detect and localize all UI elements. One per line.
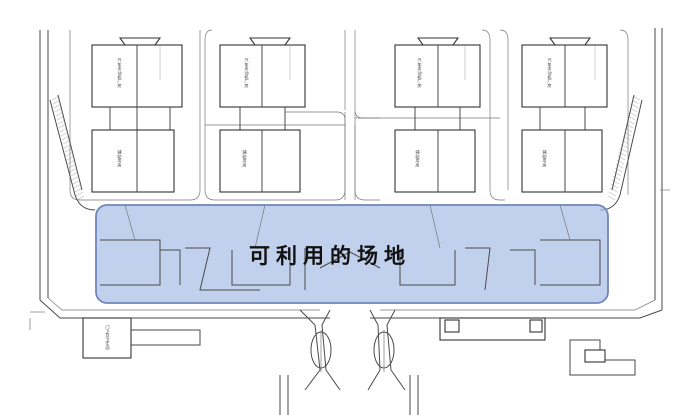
hatch-mark <box>75 191 84 197</box>
hatch-mark <box>54 107 63 113</box>
hatch-mark <box>73 183 82 189</box>
gatehouse-label: 门卫及卫生间 <box>105 324 111 352</box>
hatch-mark <box>624 127 633 133</box>
hatch-mark <box>631 99 640 105</box>
hatch-mark <box>58 123 67 129</box>
hatch-mark <box>74 187 83 193</box>
hatch-mark <box>69 167 78 173</box>
hatch-mark <box>66 155 75 161</box>
hatch-mark <box>62 139 71 145</box>
building-label-upper-4: 汽车发动机厂房 <box>547 57 553 89</box>
hatch-mark <box>59 127 68 133</box>
hatch-mark <box>608 191 617 197</box>
hatch-mark <box>614 167 623 173</box>
edge-annotations <box>29 189 670 330</box>
hatch-mark <box>57 119 66 125</box>
hatch-mark <box>67 159 76 165</box>
hatch-mark <box>619 147 628 153</box>
road-blocks <box>69 29 629 201</box>
hatch-mark <box>628 111 637 117</box>
usable-area-label: 可利用的场地 <box>249 244 411 268</box>
hatch-mark <box>632 95 641 101</box>
hatch-mark <box>61 135 70 141</box>
entrance-left <box>279 309 341 415</box>
entrance-right <box>367 309 419 415</box>
hatch-mark <box>622 135 631 141</box>
building-label-lower-2: 辅助用房 <box>243 149 248 169</box>
hatch-mark <box>630 103 639 109</box>
hatch-mark <box>625 123 634 129</box>
hatch-mark <box>627 115 636 121</box>
building-label-upper-2: 汽车发动机厂房 <box>244 57 250 89</box>
hatch-mark <box>52 99 61 105</box>
hatch-mark <box>60 131 69 137</box>
bottom-right-facility <box>439 317 636 376</box>
hatch-mark <box>616 159 625 165</box>
building-inner-lines <box>159 45 596 80</box>
hatch-mark <box>618 151 627 157</box>
hatch-mark <box>71 175 80 181</box>
hatch-mark <box>613 171 622 177</box>
gatehouse: 门卫及卫生间 <box>82 317 201 359</box>
hatch-mark <box>72 179 81 185</box>
building-column-4 <box>521 37 608 193</box>
hatch-mark <box>610 183 619 189</box>
hatch-mark <box>76 195 85 201</box>
hatch-mark <box>68 163 77 169</box>
hatch-mark <box>626 119 635 125</box>
hatch-mark <box>70 171 79 177</box>
hatch-mark <box>623 131 632 137</box>
hatch-mark <box>609 187 618 193</box>
hatch-mark <box>607 195 616 201</box>
hatch-mark <box>620 143 629 149</box>
building-label-lower-1: 辅助用房 <box>118 149 123 169</box>
hatch-mark <box>617 155 626 161</box>
building-label-lower-4: 辅助用房 <box>543 149 548 169</box>
hatch-mark <box>629 107 638 113</box>
hatch-mark <box>615 163 624 169</box>
building-label-upper-1: 汽车发动机厂房 <box>117 57 123 89</box>
hatch-mark <box>51 95 60 101</box>
building-label-lower-3: 辅助用房 <box>416 149 421 169</box>
overlay-structures <box>100 204 601 291</box>
hatch-mark <box>611 179 620 185</box>
usable-site-area[interactable] <box>95 204 609 304</box>
hatch-mark <box>63 143 72 149</box>
hatch-mark <box>65 151 74 157</box>
building-label-upper-3: 汽车发动机厂房 <box>417 57 423 89</box>
hatch-mark <box>56 115 65 121</box>
building-labels: 汽车发动机厂房 汽车发动机厂房 汽车发动机厂房 汽车发动机厂房 辅助用房 辅助用… <box>117 57 553 169</box>
building-column-3 <box>394 37 481 193</box>
hatch-mark <box>55 111 64 117</box>
hatch-mark <box>612 175 621 181</box>
hatch-mark <box>53 103 62 109</box>
building-column-2 <box>219 37 306 193</box>
building-column-1 <box>91 37 183 193</box>
hatch-mark <box>64 147 73 153</box>
hatch-mark <box>621 139 630 145</box>
